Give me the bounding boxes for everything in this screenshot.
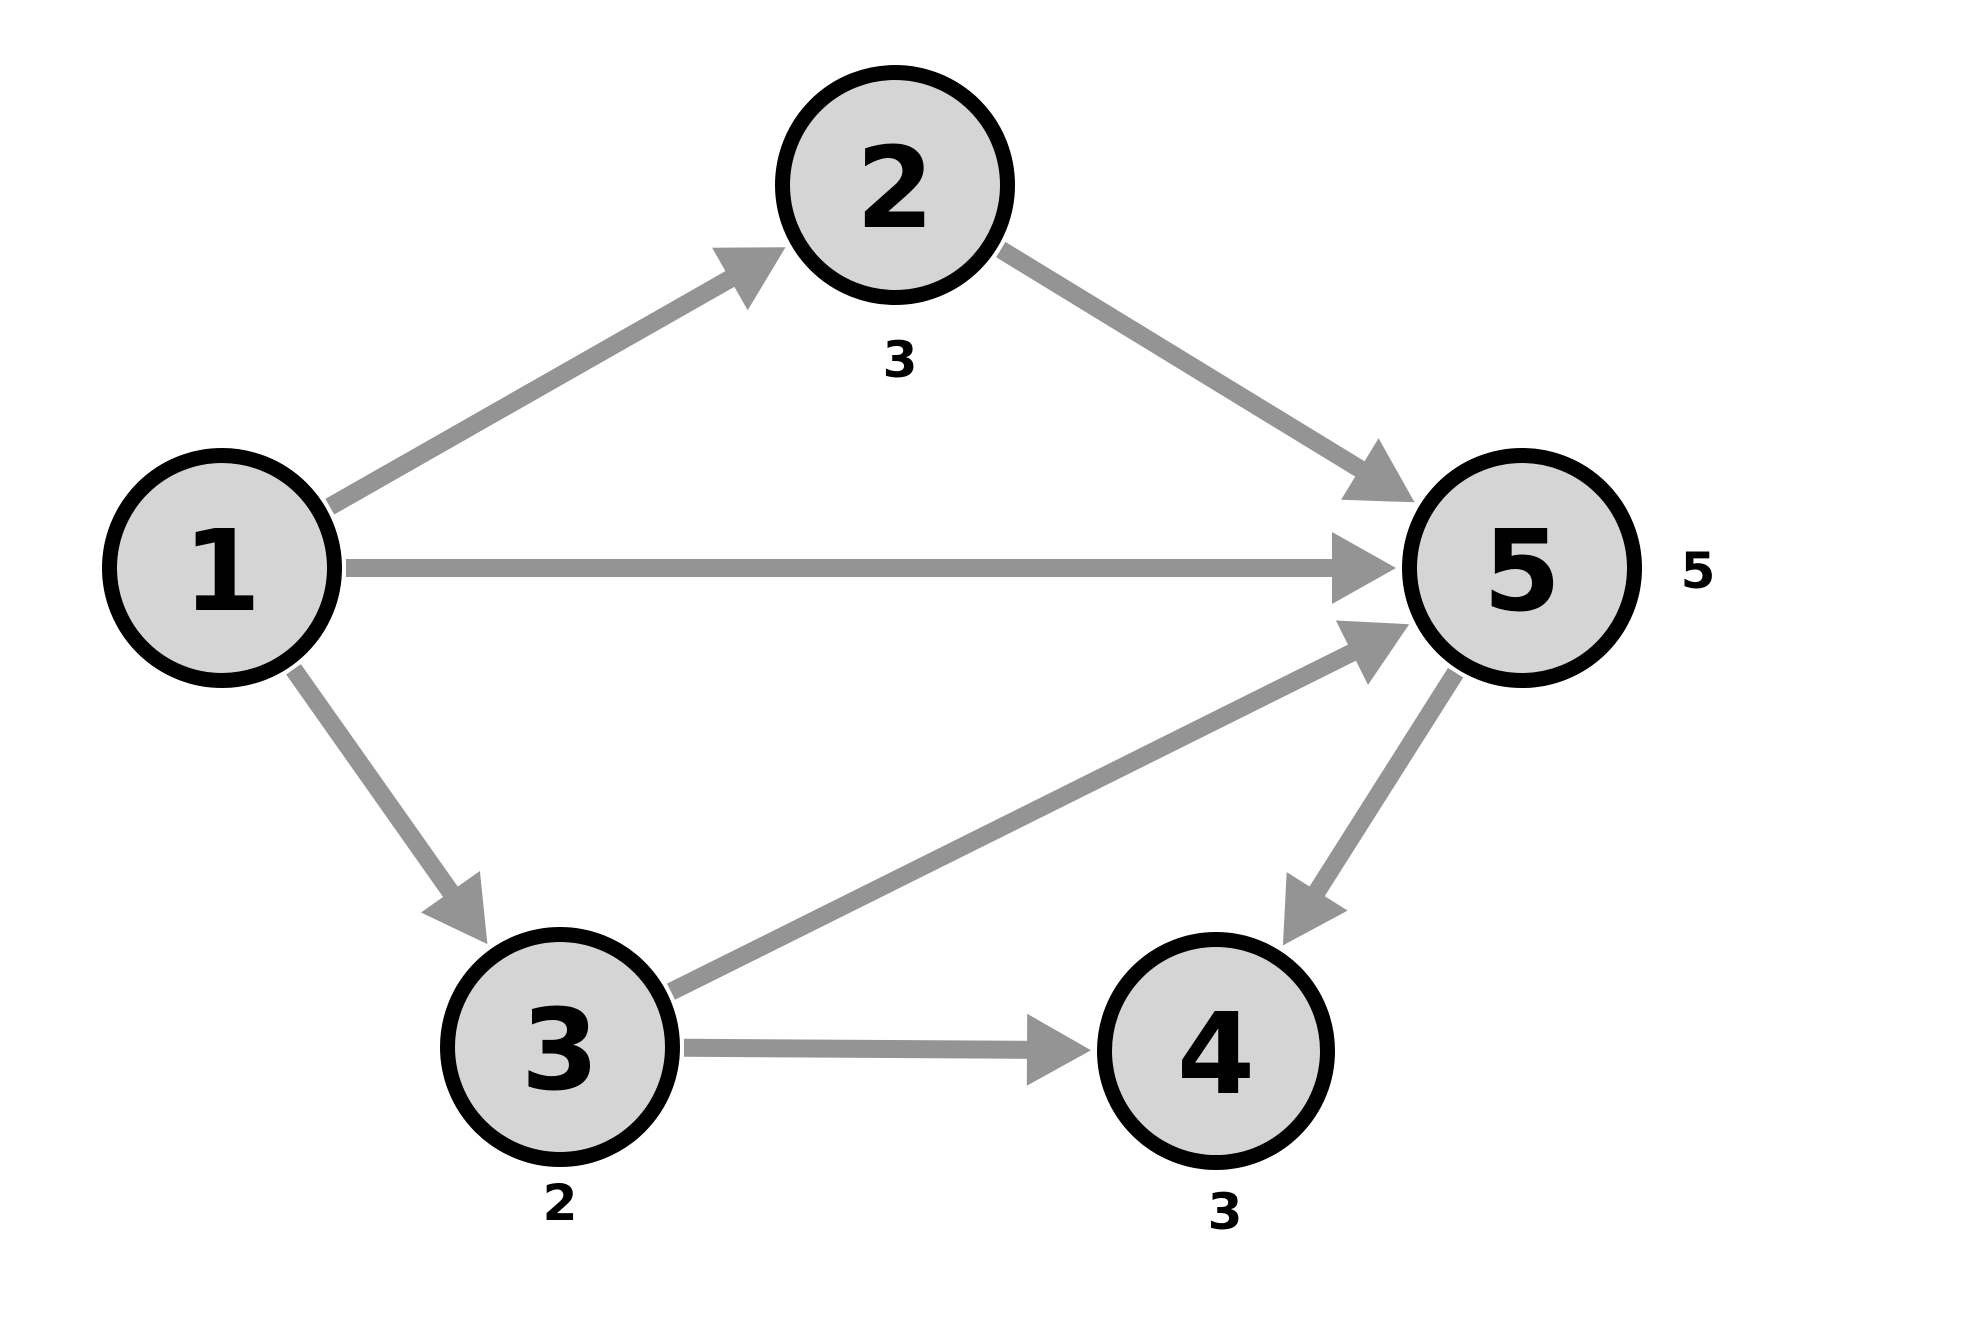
- edge-1-to-2: [325, 247, 786, 515]
- node-values-layer: 3 2 3 5: [543, 331, 1716, 1241]
- graph-node-1[interactable]: 1: [102, 448, 342, 688]
- edges-layer: [286, 241, 1464, 1086]
- edge-line: [325, 268, 740, 515]
- node-value-3: 2: [543, 1174, 578, 1232]
- node-label-3: 3: [521, 986, 599, 1116]
- arrowhead-icon: [1282, 872, 1348, 946]
- arrowhead-icon: [421, 871, 488, 945]
- graph-node-3[interactable]: 3: [440, 927, 680, 1167]
- node-value-5: 5: [1681, 542, 1716, 600]
- edge-line: [1306, 667, 1464, 902]
- edge-line: [683, 1038, 1034, 1059]
- graph-node-5[interactable]: 5: [1402, 448, 1642, 688]
- edge-5-to-4: [1282, 667, 1464, 946]
- arrowhead-icon: [1341, 438, 1415, 503]
- edge-3-to-4: [683, 1013, 1091, 1086]
- node-label-4: 4: [1177, 990, 1255, 1120]
- edge-line: [286, 664, 462, 902]
- node-value-2: 3: [883, 331, 918, 389]
- node-circle[interactable]: [1097, 932, 1335, 1170]
- node-value-4: 3: [1208, 1183, 1243, 1241]
- node-circle[interactable]: [1402, 448, 1642, 688]
- graph-node-2[interactable]: 2: [775, 65, 1015, 305]
- node-label-2: 2: [856, 124, 934, 254]
- nodes-layer: 1 2 3 4 5: [102, 65, 1642, 1170]
- edge-1-to-3: [286, 664, 488, 945]
- node-label-1: 1: [183, 507, 261, 637]
- node-circle[interactable]: [440, 927, 680, 1167]
- arrowhead-icon: [1026, 1013, 1091, 1086]
- node-label-5: 5: [1483, 507, 1561, 637]
- edge-1-to-5: [346, 532, 1396, 604]
- edge-line: [666, 641, 1362, 1000]
- edge-line: [996, 241, 1370, 480]
- graph-node-4[interactable]: 4: [1097, 932, 1335, 1170]
- edge-2-to-5: [996, 241, 1415, 503]
- node-circle[interactable]: [102, 448, 342, 688]
- arrowhead-icon: [712, 247, 786, 311]
- arrowhead-icon: [1332, 532, 1396, 604]
- node-circle[interactable]: [775, 65, 1015, 305]
- arrowhead-icon: [1335, 620, 1410, 685]
- edge-3-to-5: [666, 620, 1410, 1000]
